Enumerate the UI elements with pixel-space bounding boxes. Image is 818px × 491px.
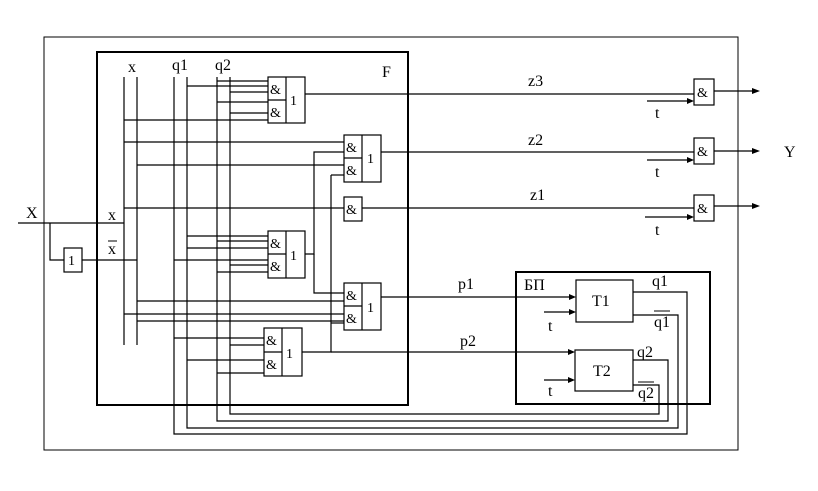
and-gate-z1: & (343, 196, 363, 222)
svg-text:t: t (548, 318, 553, 335)
svg-text:1: 1 (286, 347, 293, 362)
input-x-label: X (26, 205, 38, 222)
output-and-gate-z2: & t (647, 137, 760, 181)
trigger-t2: T2 t (544, 349, 634, 400)
bp-block (515, 271, 711, 405)
input-x: X (18, 205, 137, 261)
trigger-t1: T1 t (544, 279, 634, 335)
svg-text:t: t (655, 164, 660, 181)
svg-text:&: & (266, 334, 277, 349)
q1-output-label: q1 (652, 273, 668, 290)
f-block (96, 51, 409, 406)
svg-text:&: & (346, 141, 357, 156)
svg-text:1: 1 (367, 301, 374, 316)
x-bar-input-label: x (108, 241, 116, 258)
and-or-gate-1: & & 1 (267, 76, 306, 124)
not-gate: 1 (63, 247, 83, 273)
svg-text:&: & (346, 312, 357, 327)
output-y-label: Y (784, 144, 796, 161)
and-or-gate-2: & & 1 (343, 134, 382, 183)
not-gate-label: 1 (68, 254, 75, 269)
svg-text:&: & (346, 164, 357, 179)
feedback-lines (173, 291, 688, 435)
f-block-label: F (382, 64, 391, 81)
output-and-gate-z3: & t (647, 78, 760, 122)
and-or-gate-3: & & 1 (267, 230, 306, 279)
svg-text:&: & (697, 145, 708, 160)
x-input-label: x (108, 207, 116, 224)
q2-bar-output-label: q2 (638, 385, 654, 402)
z3-label: z3 (528, 73, 543, 90)
svg-text:1: 1 (290, 249, 297, 264)
output-lines (305, 93, 694, 209)
outer-boundary (43, 36, 739, 451)
svg-text:1: 1 (367, 152, 374, 167)
t2-label: T2 (593, 363, 611, 380)
svg-text:&: & (270, 83, 281, 98)
q2-output-label: q2 (637, 344, 653, 361)
z2-label: z2 (528, 132, 543, 149)
svg-text:&: & (346, 203, 357, 218)
z1-label: z1 (530, 187, 545, 204)
and-or-gate-5: & & 1 (263, 327, 303, 377)
svg-text:&: & (270, 237, 281, 252)
svg-text:1: 1 (290, 94, 297, 109)
svg-text:&: & (697, 202, 708, 217)
q1-column-label: q1 (172, 57, 188, 74)
q2-column-label: q2 (215, 57, 231, 74)
p1-label: p1 (458, 276, 474, 293)
svg-text:t: t (655, 105, 660, 122)
vertical-bus (123, 77, 231, 385)
output-and-gate-z1: & t (645, 194, 760, 239)
p2-label: p2 (460, 333, 476, 350)
svg-text:&: & (266, 358, 277, 373)
svg-text:&: & (697, 86, 708, 101)
internal-wiring (302, 151, 344, 353)
svg-text:&: & (270, 260, 281, 275)
svg-text:&: & (270, 106, 281, 121)
gate-input-lines (124, 80, 344, 374)
svg-text:t: t (655, 222, 660, 239)
and-or-gate-4: & & 1 (343, 282, 382, 331)
bp-block-label: БП (524, 277, 545, 294)
q1-bar-output-label: q1 (654, 314, 670, 331)
svg-text:&: & (346, 289, 357, 304)
x-column-label: x (128, 59, 136, 76)
t1-label: T1 (592, 293, 610, 310)
svg-text:t: t (548, 383, 553, 400)
